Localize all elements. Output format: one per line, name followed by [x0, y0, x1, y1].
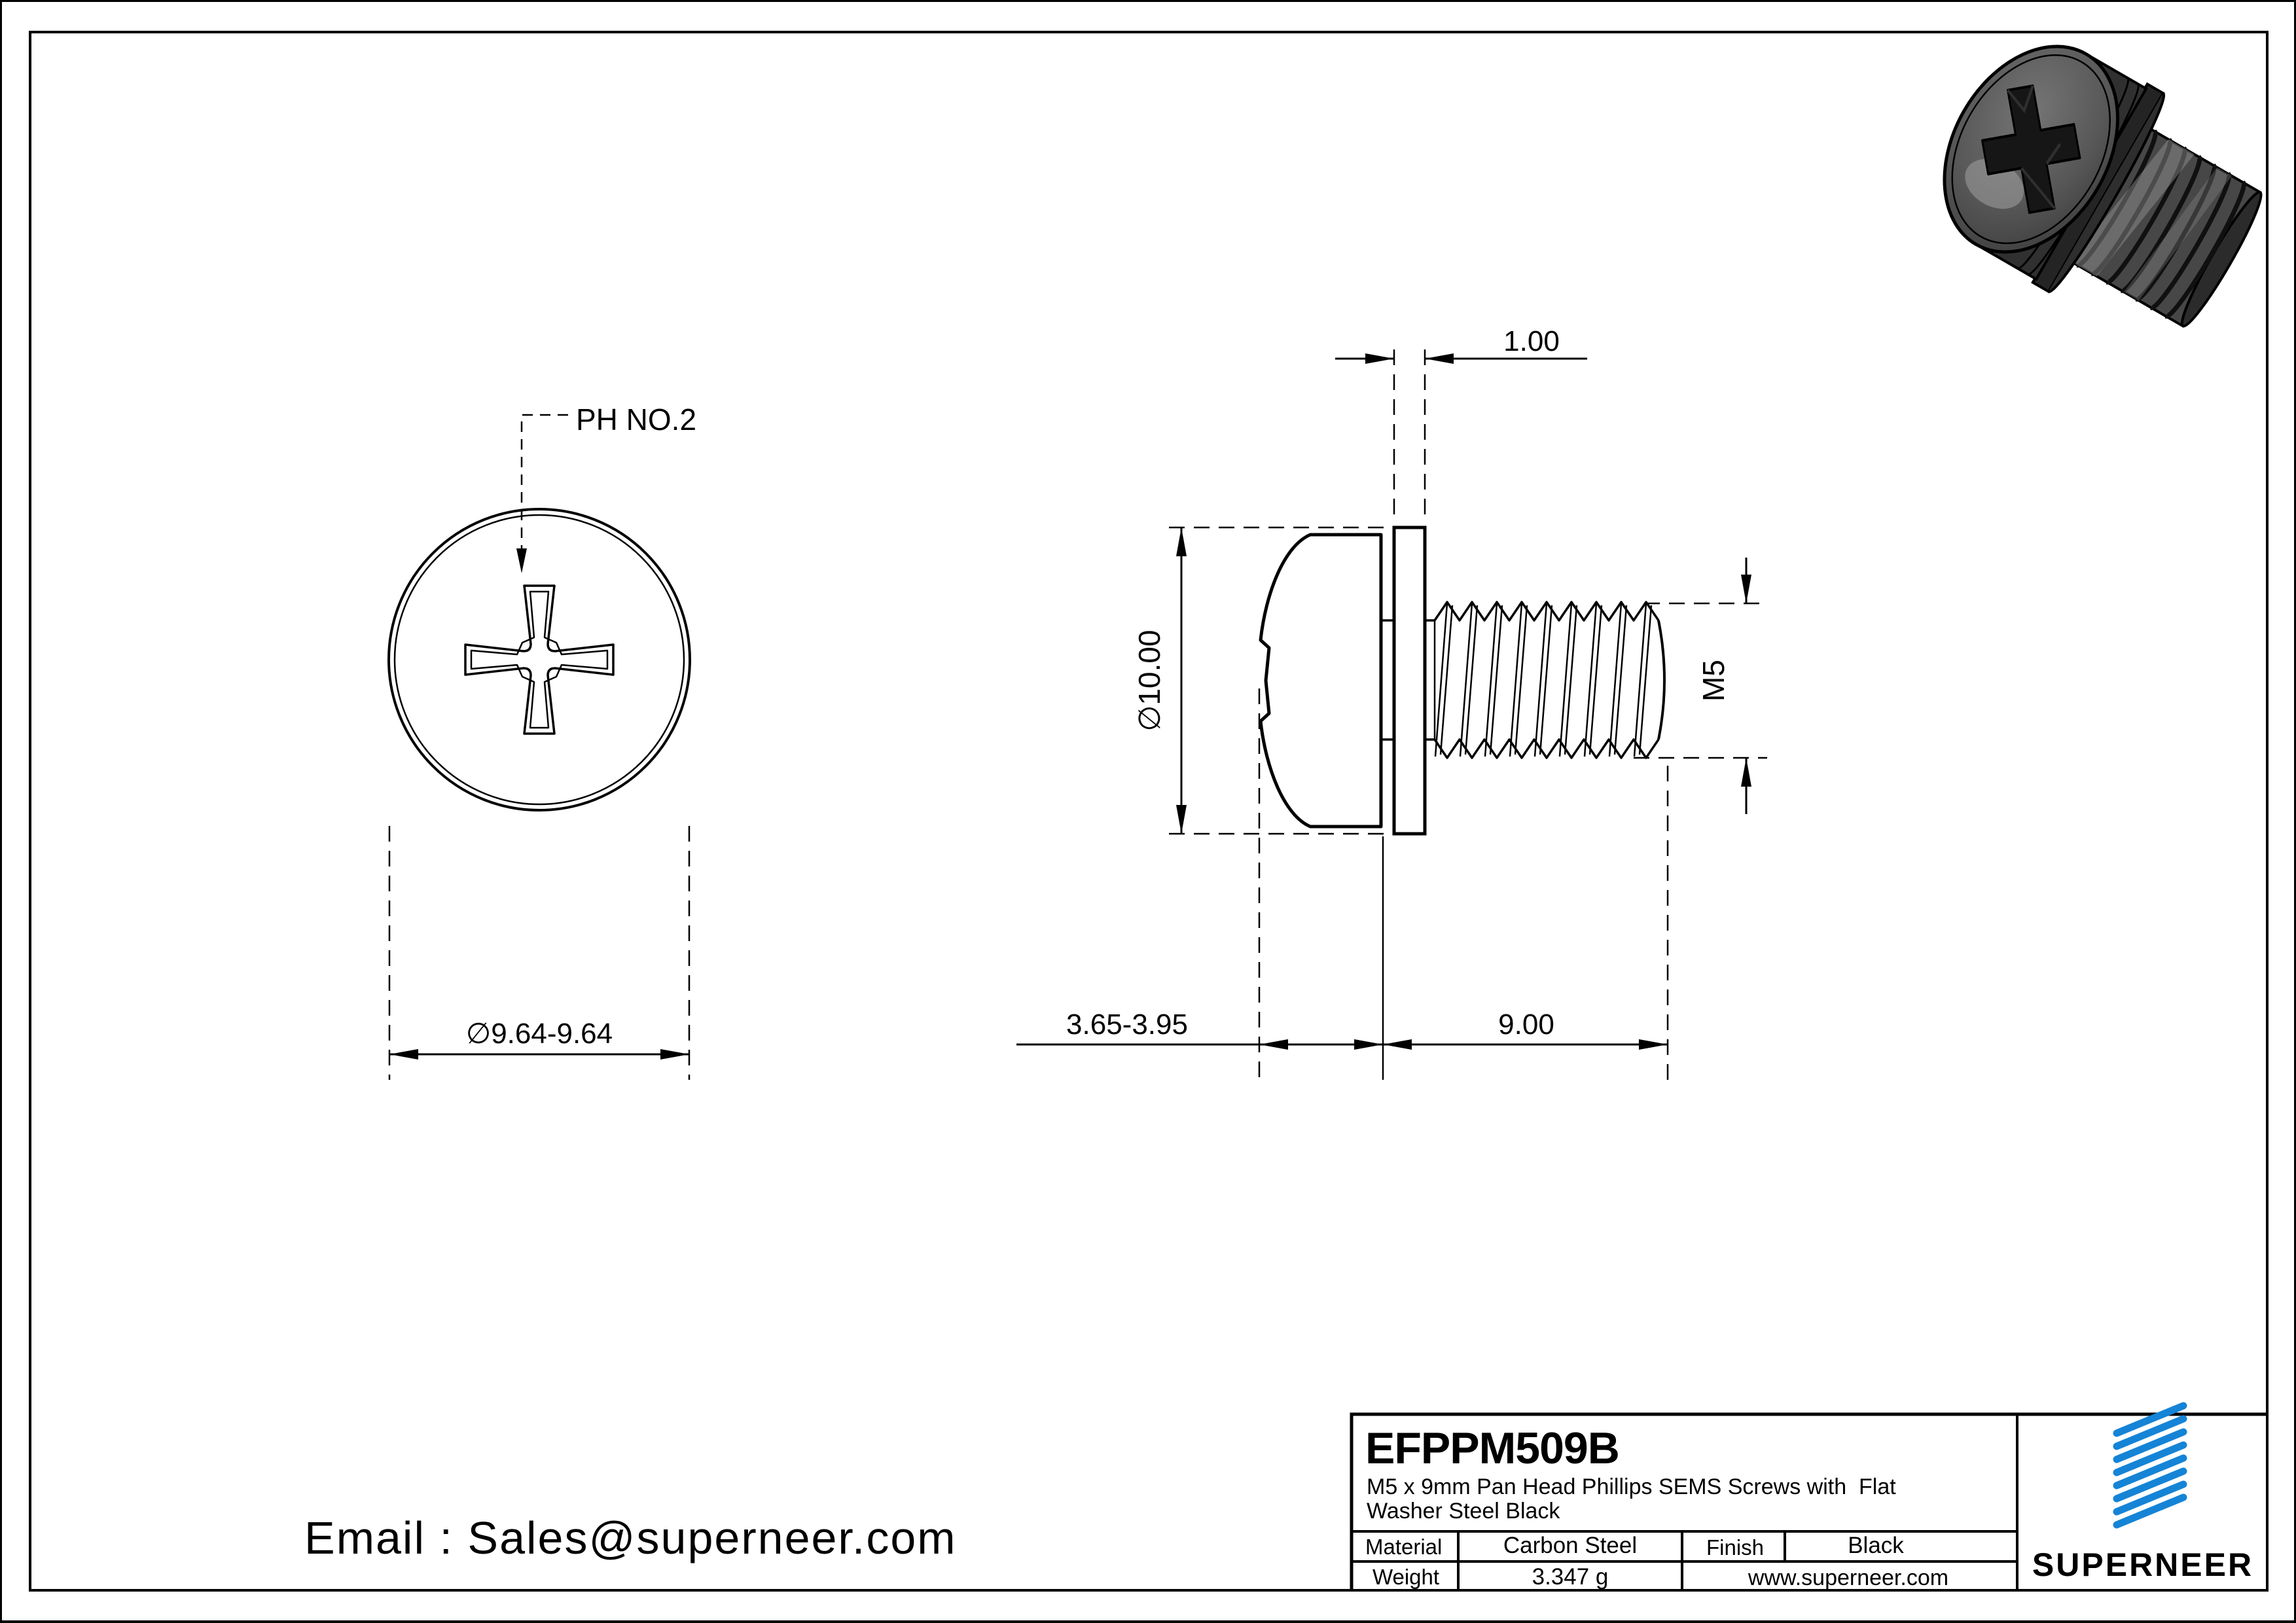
- drawing-border-frame: [29, 31, 2269, 1592]
- weight-value: 3.347 g: [1532, 1564, 1609, 1590]
- front-view: PH NO.2 ∅9.64-9.64: [387, 402, 696, 1080]
- flat-washer: [1392, 526, 1427, 836]
- recess-leader-arrow: [516, 548, 527, 573]
- washer-diameter-dimension: ∅10.00: [1132, 526, 1393, 835]
- screw-3d-render-icon: [1943, 45, 2263, 328]
- shank-edges: [1381, 619, 1435, 741]
- thread-size-dimension: M5: [1634, 558, 1767, 814]
- pan-head-profile: [1259, 533, 1383, 829]
- front-dim-arrow-right: [660, 1049, 689, 1060]
- title-block: EFPPM509B M5 x 9mm Pan Head Phillips SEM…: [1350, 1402, 2267, 1590]
- description-line2: Washer Steel Black: [1367, 1499, 1560, 1524]
- part-number: EFPPM509B: [1365, 1423, 1619, 1473]
- washer-thickness-dim: 1.00: [1503, 325, 1560, 357]
- washer-thickness-dimension: 1.00: [1335, 325, 1587, 524]
- description-line1: M5 x 9mm Pan Head Phillips SEMS Screws w…: [1367, 1474, 1896, 1499]
- recess-label: PH NO.2: [576, 402, 696, 437]
- material-value: Carbon Steel: [1503, 1533, 1637, 1558]
- email-text: Email : Sales@superneer.com: [304, 1512, 957, 1563]
- thread-top-crests: [1433, 601, 1660, 622]
- thread-length-dim: 9.00: [1498, 1008, 1554, 1041]
- washer-diameter-dim: ∅10.00: [1132, 630, 1166, 731]
- website-link[interactable]: www.superneer.com: [1748, 1565, 1948, 1590]
- head-outer-circle: [387, 508, 691, 812]
- head-diameter-dim: ∅9.64-9.64: [466, 1018, 613, 1050]
- thread-flanks: [1434, 603, 1653, 757]
- head-height-dim: 3.65-3.95: [1066, 1008, 1188, 1041]
- phillips-recess-icon: [464, 584, 615, 735]
- front-dim-arrow-left: [389, 1049, 418, 1060]
- side-view: 1.00 ∅10.00 M5: [1016, 325, 1767, 1080]
- thread-bottom-crests: [1433, 738, 1660, 759]
- washer-inner-circle: [393, 514, 685, 806]
- threaded-shank: [1433, 601, 1666, 759]
- recess-leader-line: [520, 414, 568, 560]
- finish-value: Black: [1848, 1533, 1904, 1558]
- thread-size-dim: M5: [1696, 660, 1731, 702]
- superneer-logo-icon: [2113, 1402, 2187, 1529]
- weight-label: Weight: [1372, 1565, 1439, 1589]
- material-label: Material: [1365, 1535, 1442, 1559]
- brand-name: SUPERNEER: [2032, 1546, 2253, 1583]
- thread-end-chamfer: [1657, 620, 1666, 740]
- finish-label: Finish: [1706, 1535, 1764, 1560]
- length-dimensions: 3.65-3.95 9.00: [1016, 688, 1669, 1080]
